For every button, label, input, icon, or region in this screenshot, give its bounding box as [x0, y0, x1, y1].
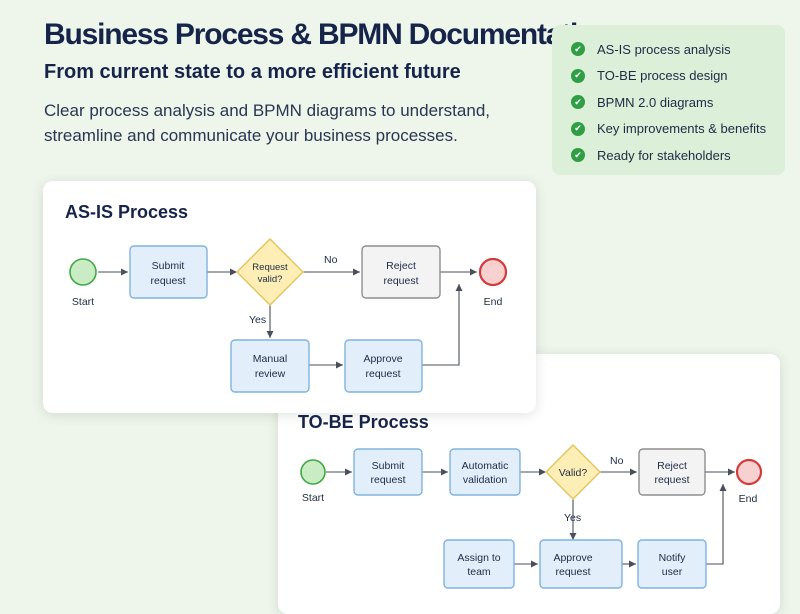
page-title: Business Process & BPMN Documentation — [44, 18, 613, 51]
task-label: Assign to — [457, 552, 500, 564]
task-label: Reject — [657, 460, 687, 472]
start-event-label: Start — [302, 492, 324, 504]
task-approve-request — [539, 539, 623, 589]
to-be-diagram: Start Submit request Automatic validatio… — [300, 444, 763, 589]
to-be-title: TO-BE Process — [298, 412, 429, 432]
checklist-item-label: AS-IS process analysis — [597, 41, 731, 57]
end-event-label: End — [484, 296, 503, 308]
task-label: Notify — [659, 552, 687, 564]
end-event — [478, 257, 508, 287]
gateway-valid — [545, 444, 601, 500]
page-description: Clear process analysis and BPMN diagrams… — [44, 101, 490, 145]
check-icon: ✔ — [571, 121, 585, 136]
gateway-request-valid — [236, 238, 304, 306]
checklist-item: ✔ AS-IS process analysis — [571, 36, 785, 63]
task-notify-user — [637, 539, 707, 589]
task-automatic-validation — [449, 448, 521, 496]
task-reject-request — [638, 448, 706, 496]
flow-label-no: No — [610, 455, 624, 467]
as-is-process-card: AS-IS Process Start Submit request Reque… — [43, 181, 536, 413]
task-label: review — [255, 368, 286, 380]
start-event-label: Start — [72, 296, 94, 308]
page-subtitle: From current state to a more efficient f… — [44, 61, 461, 83]
sequence-flow — [706, 484, 727, 565]
checklist-item: ✔ BPMN 2.0 diagrams — [571, 89, 785, 116]
task-label: request — [555, 566, 590, 578]
checklist-item: ✔ Ready for stakeholders — [571, 142, 785, 169]
task-assign-to-team — [443, 539, 515, 589]
flow-label-yes: Yes — [564, 512, 581, 524]
check-icon: ✔ — [571, 95, 585, 110]
gateway-label: valid? — [258, 274, 283, 285]
task-label: Approve — [363, 353, 402, 365]
gateway-label: Valid? — [559, 467, 588, 479]
checklist-item-label: TO-BE process design — [597, 68, 728, 84]
task-label: Approve — [553, 552, 592, 564]
task-label: Submit — [152, 260, 185, 272]
checklist-item: ✔ TO-BE process design — [571, 63, 785, 90]
task-reject-request — [361, 245, 441, 299]
task-manual-review — [230, 339, 310, 393]
start-event — [300, 459, 326, 485]
start-event — [69, 258, 97, 286]
task-label: request — [654, 474, 689, 486]
flow-label-no: No — [324, 254, 338, 266]
task-approve-request — [344, 339, 423, 393]
check-icon: ✔ — [571, 42, 585, 57]
end-event — [735, 458, 763, 486]
as-is-title: AS-IS Process — [65, 202, 189, 222]
task-label: user — [662, 566, 683, 578]
as-is-diagram: Start Submit request Request valid? No Y… — [69, 238, 508, 393]
task-label: Manual — [253, 353, 287, 365]
checklist-item-label: Ready for stakeholders — [597, 147, 731, 163]
task-submit-request — [353, 448, 423, 496]
task-label: request — [150, 275, 185, 287]
task-label: request — [365, 368, 400, 380]
check-icon: ✔ — [571, 68, 585, 83]
sequence-flow — [422, 284, 463, 366]
checklist-item-label: Key improvements & benefits — [597, 121, 767, 137]
feature-checklist: ✔ AS-IS process analysis ✔ TO-BE process d… — [552, 25, 785, 175]
end-event-label: End — [739, 493, 758, 505]
gateway-label: Request — [252, 262, 288, 273]
task-label: request — [370, 474, 405, 486]
task-label: Submit — [372, 460, 405, 472]
flow-label-yes: Yes — [249, 314, 266, 326]
task-label: validation — [463, 474, 508, 486]
checklist-item-label: BPMN 2.0 diagrams — [597, 94, 714, 110]
task-label: Automatic — [462, 460, 509, 472]
task-label: Reject — [386, 260, 416, 272]
check-icon: ✔ — [571, 148, 585, 163]
task-label: request — [383, 275, 418, 287]
checklist-item: ✔ Key improvements & benefits — [571, 116, 785, 143]
task-label: team — [467, 566, 491, 578]
task-submit-request — [129, 245, 208, 299]
